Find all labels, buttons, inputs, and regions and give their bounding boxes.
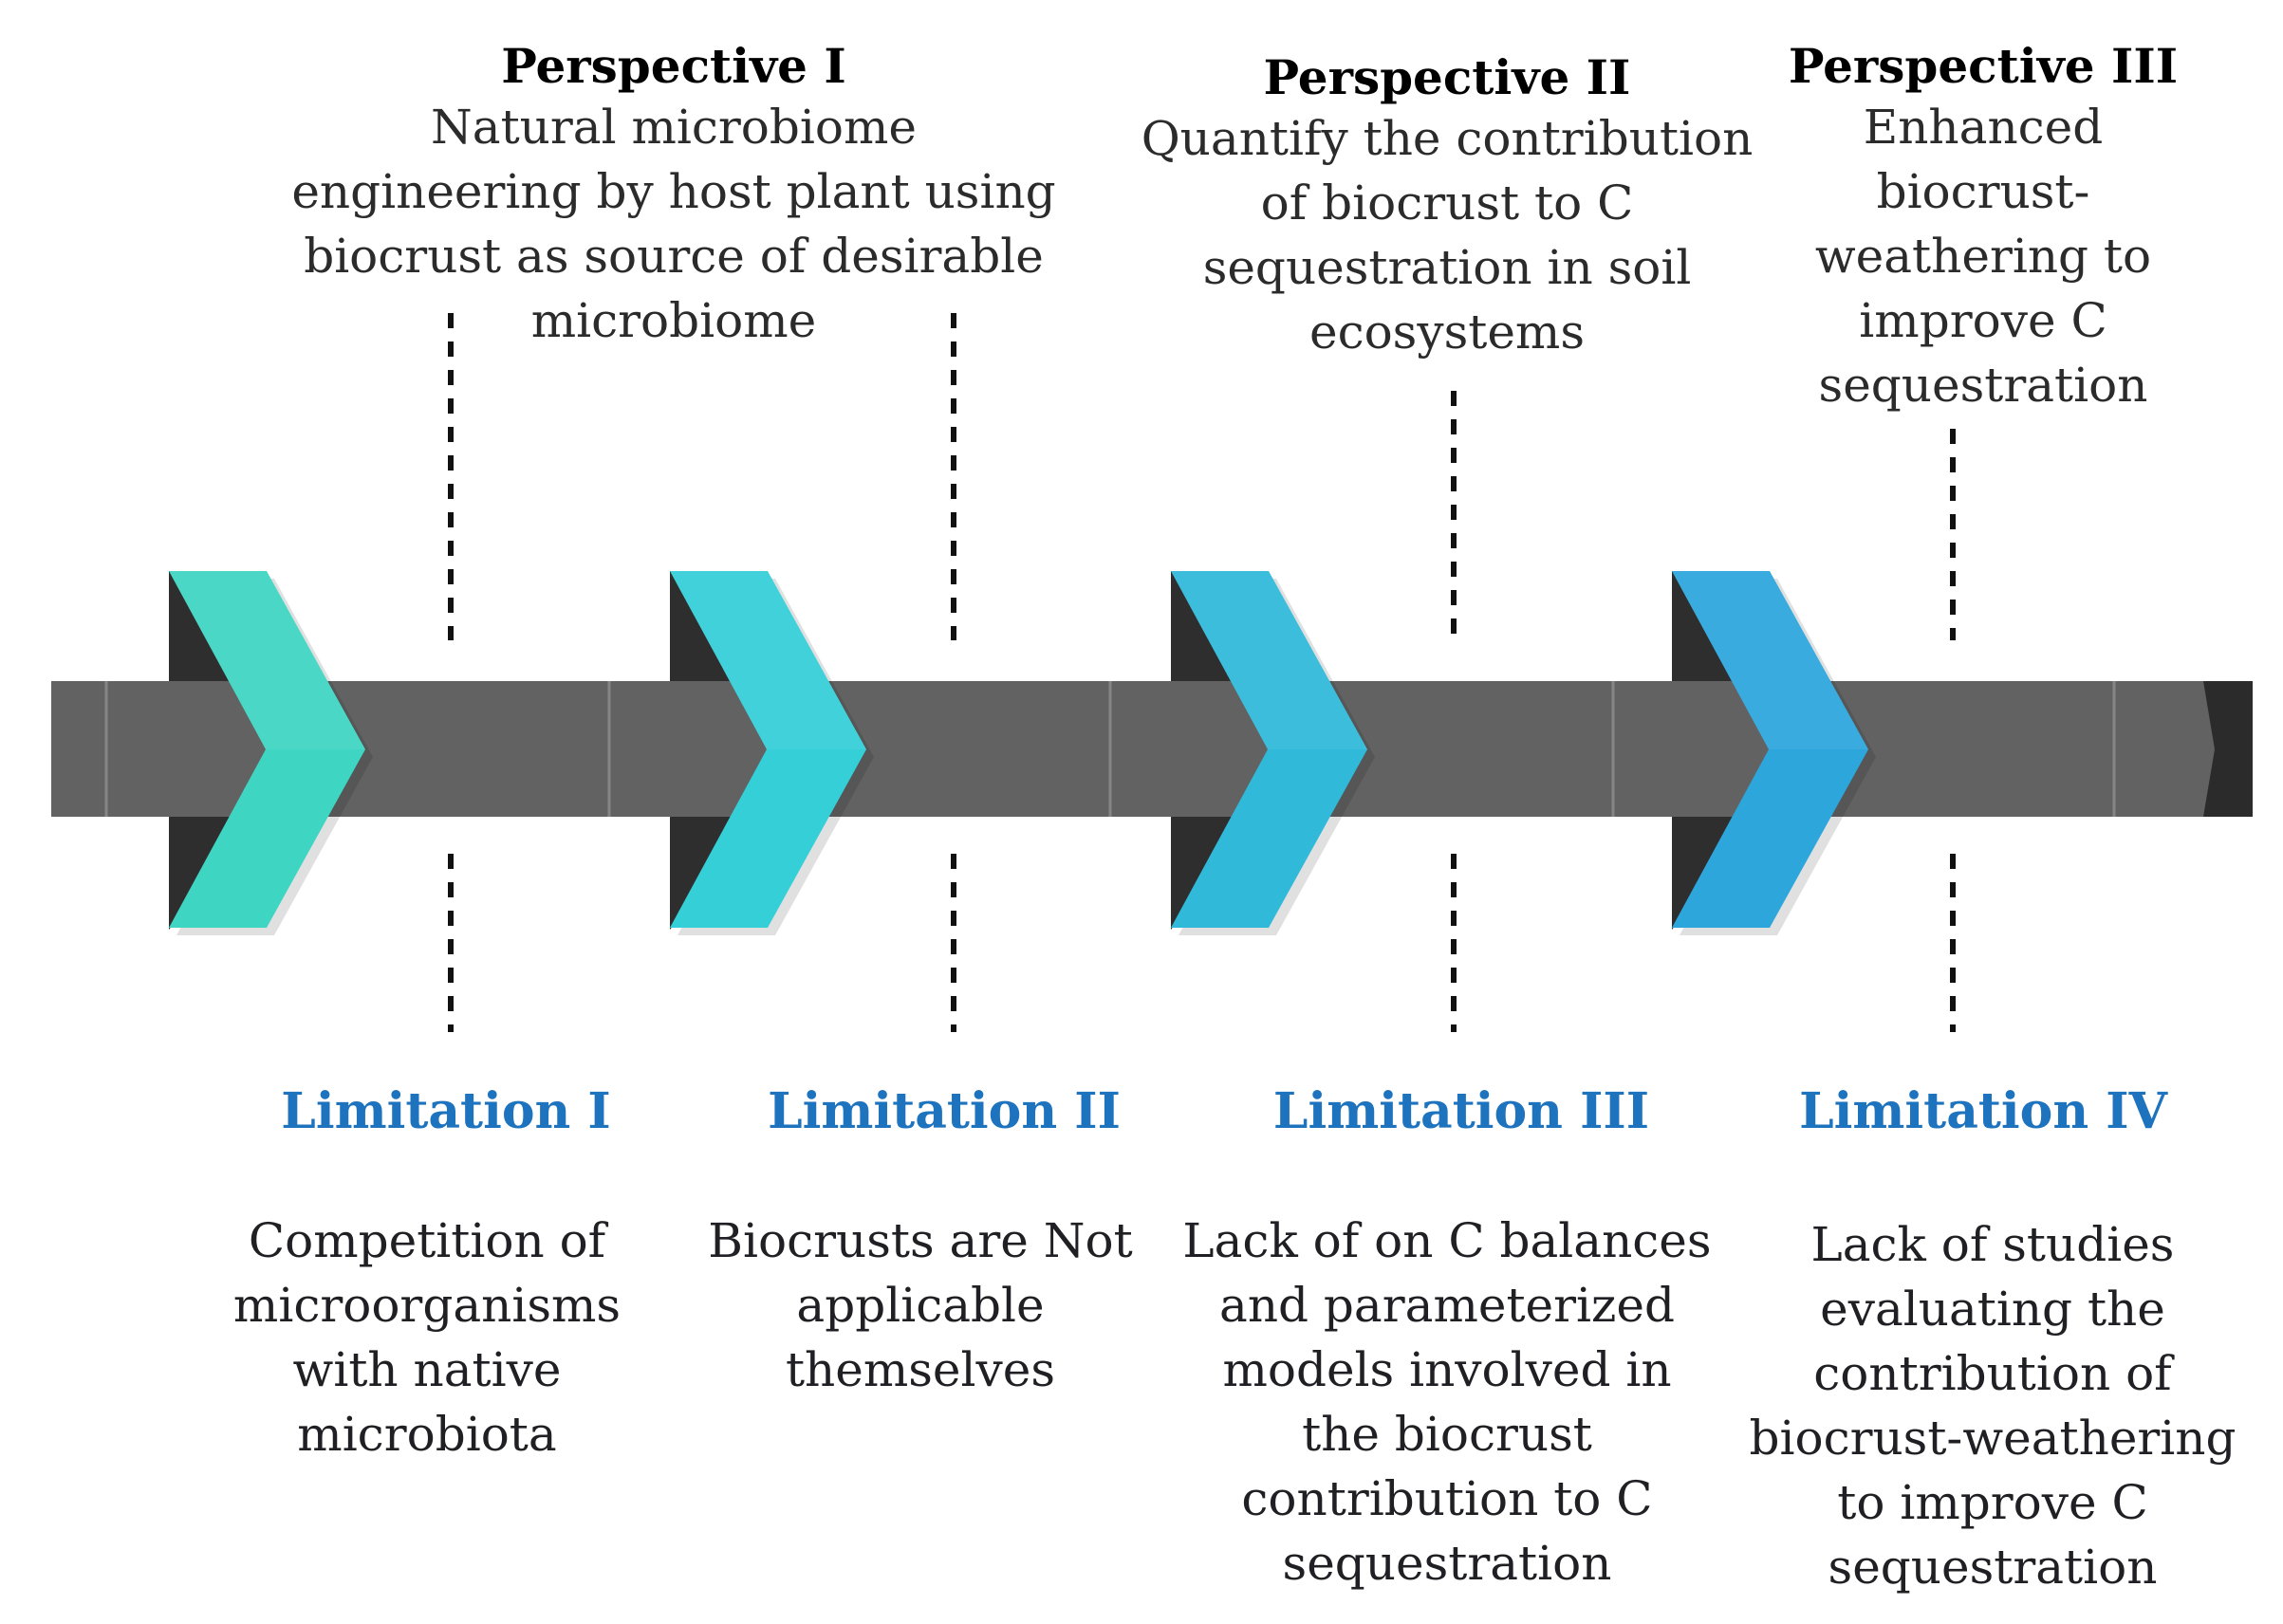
perspective-3: Perspective III Enhanced biocrust- weath… [1784,38,2182,417]
perspective-1-line: Natural microbiome [431,100,917,155]
limitation-3-line: the biocrust [1302,1407,1592,1462]
perspective-1: Perspective I Natural microbiome enginee… [285,38,1063,353]
limitation-1-line: microorganisms [232,1278,622,1333]
perspective-3-line: sequestration [1818,358,2148,413]
perspective-3-line: biocrust- [1876,164,2090,219]
limitation-4-line: to improve C [1837,1475,2148,1530]
chevron-highlight [169,571,365,749]
chevron-2 [670,571,874,935]
limitation-1-line: microbiota [297,1407,557,1462]
limitation-4-line: Lack of studies [1810,1217,2175,1272]
limitation-2-line: applicable [796,1278,1045,1333]
chevron-arrow [1672,571,1868,928]
perspective-2-line: Quantify the contribution [1141,111,1754,166]
perspective-3-description: Enhanced biocrust- weathering to improve… [1784,95,2182,417]
limitation-1-line: Competition of [248,1213,606,1268]
perspective-2-title: Perspective II [1263,49,1631,105]
limitation-4-title: Limitation IV [1799,1082,2167,1140]
limitation-3-line: contribution to C [1241,1471,1653,1526]
limitation-3-line: Lack of on C balances [1182,1213,1712,1268]
perspective-1-line: engineering by host plant using [291,164,1056,219]
perspective-1-line: biocrust as source of desirable [304,229,1044,284]
limitation-3-title: Limitation III [1272,1082,1650,1140]
limitation-3-line: models involved in [1222,1342,1672,1397]
perspective-2-description: Quantify the contribution of biocrust to… [1115,106,1779,364]
perspective-3-line: improve C [1859,293,2107,348]
limitation-4-line: sequestration [1828,1540,2158,1595]
chevron-arrow [1171,571,1367,928]
limitation-3-line: sequestration [1282,1536,1612,1591]
limitation-4-line: biocrust-weathering [1749,1411,2237,1466]
perspective-3-title: Perspective III [1788,38,2179,94]
timeline-bar-end [2203,681,2253,817]
limitation-1-description: Competition of microorganisms with nativ… [204,1209,650,1467]
perspective-2-line: ecosystems [1309,304,1585,360]
chevron-highlight [1171,571,1367,749]
limitation-2-line: Biocrusts are Not [708,1213,1133,1268]
perspective-3-line: Enhanced [1863,100,2104,155]
perspective-1-line: microbiome [530,293,817,348]
perspective-3-line: weathering to [1814,229,2152,284]
limitation-3-line: and parameterized [1219,1278,1675,1333]
limitation-4-line: contribution of [1813,1346,2172,1401]
limitation-1-line: with native [292,1342,562,1397]
perspective-1-title: Perspective I [501,38,846,94]
limitation-2-line: themselves [785,1342,1056,1397]
limitation-2-title: Limitation II [768,1082,1121,1140]
limitation-4-line: evaluating the [1820,1282,2165,1337]
chevron-3 [1171,571,1375,935]
chevron-arrow [169,571,365,928]
chevron-highlight [1672,571,1868,749]
perspective-2-line: sequestration in soil [1202,240,1692,295]
limitation-1-title: Limitation I [281,1082,611,1140]
limitation-3-description: Lack of on C balances and parameterized … [1177,1209,1717,1596]
chevron-highlight [670,571,866,749]
perspective-2-line: of biocrust to C [1260,175,1634,231]
limitation-2-description: Biocrusts are Not applicable themselves [697,1209,1143,1402]
chevron-1 [169,571,373,935]
chevron-arrow [670,571,866,928]
perspective-1-description: Natural microbiome engineering by host p… [285,95,1063,353]
perspective-2: Perspective II Quantify the contribution… [1115,49,1779,364]
chevron-4 [1672,571,1876,935]
timeline-bar [51,681,2253,817]
limitation-4-description: Lack of studies evaluating the contribut… [1736,1212,2249,1599]
